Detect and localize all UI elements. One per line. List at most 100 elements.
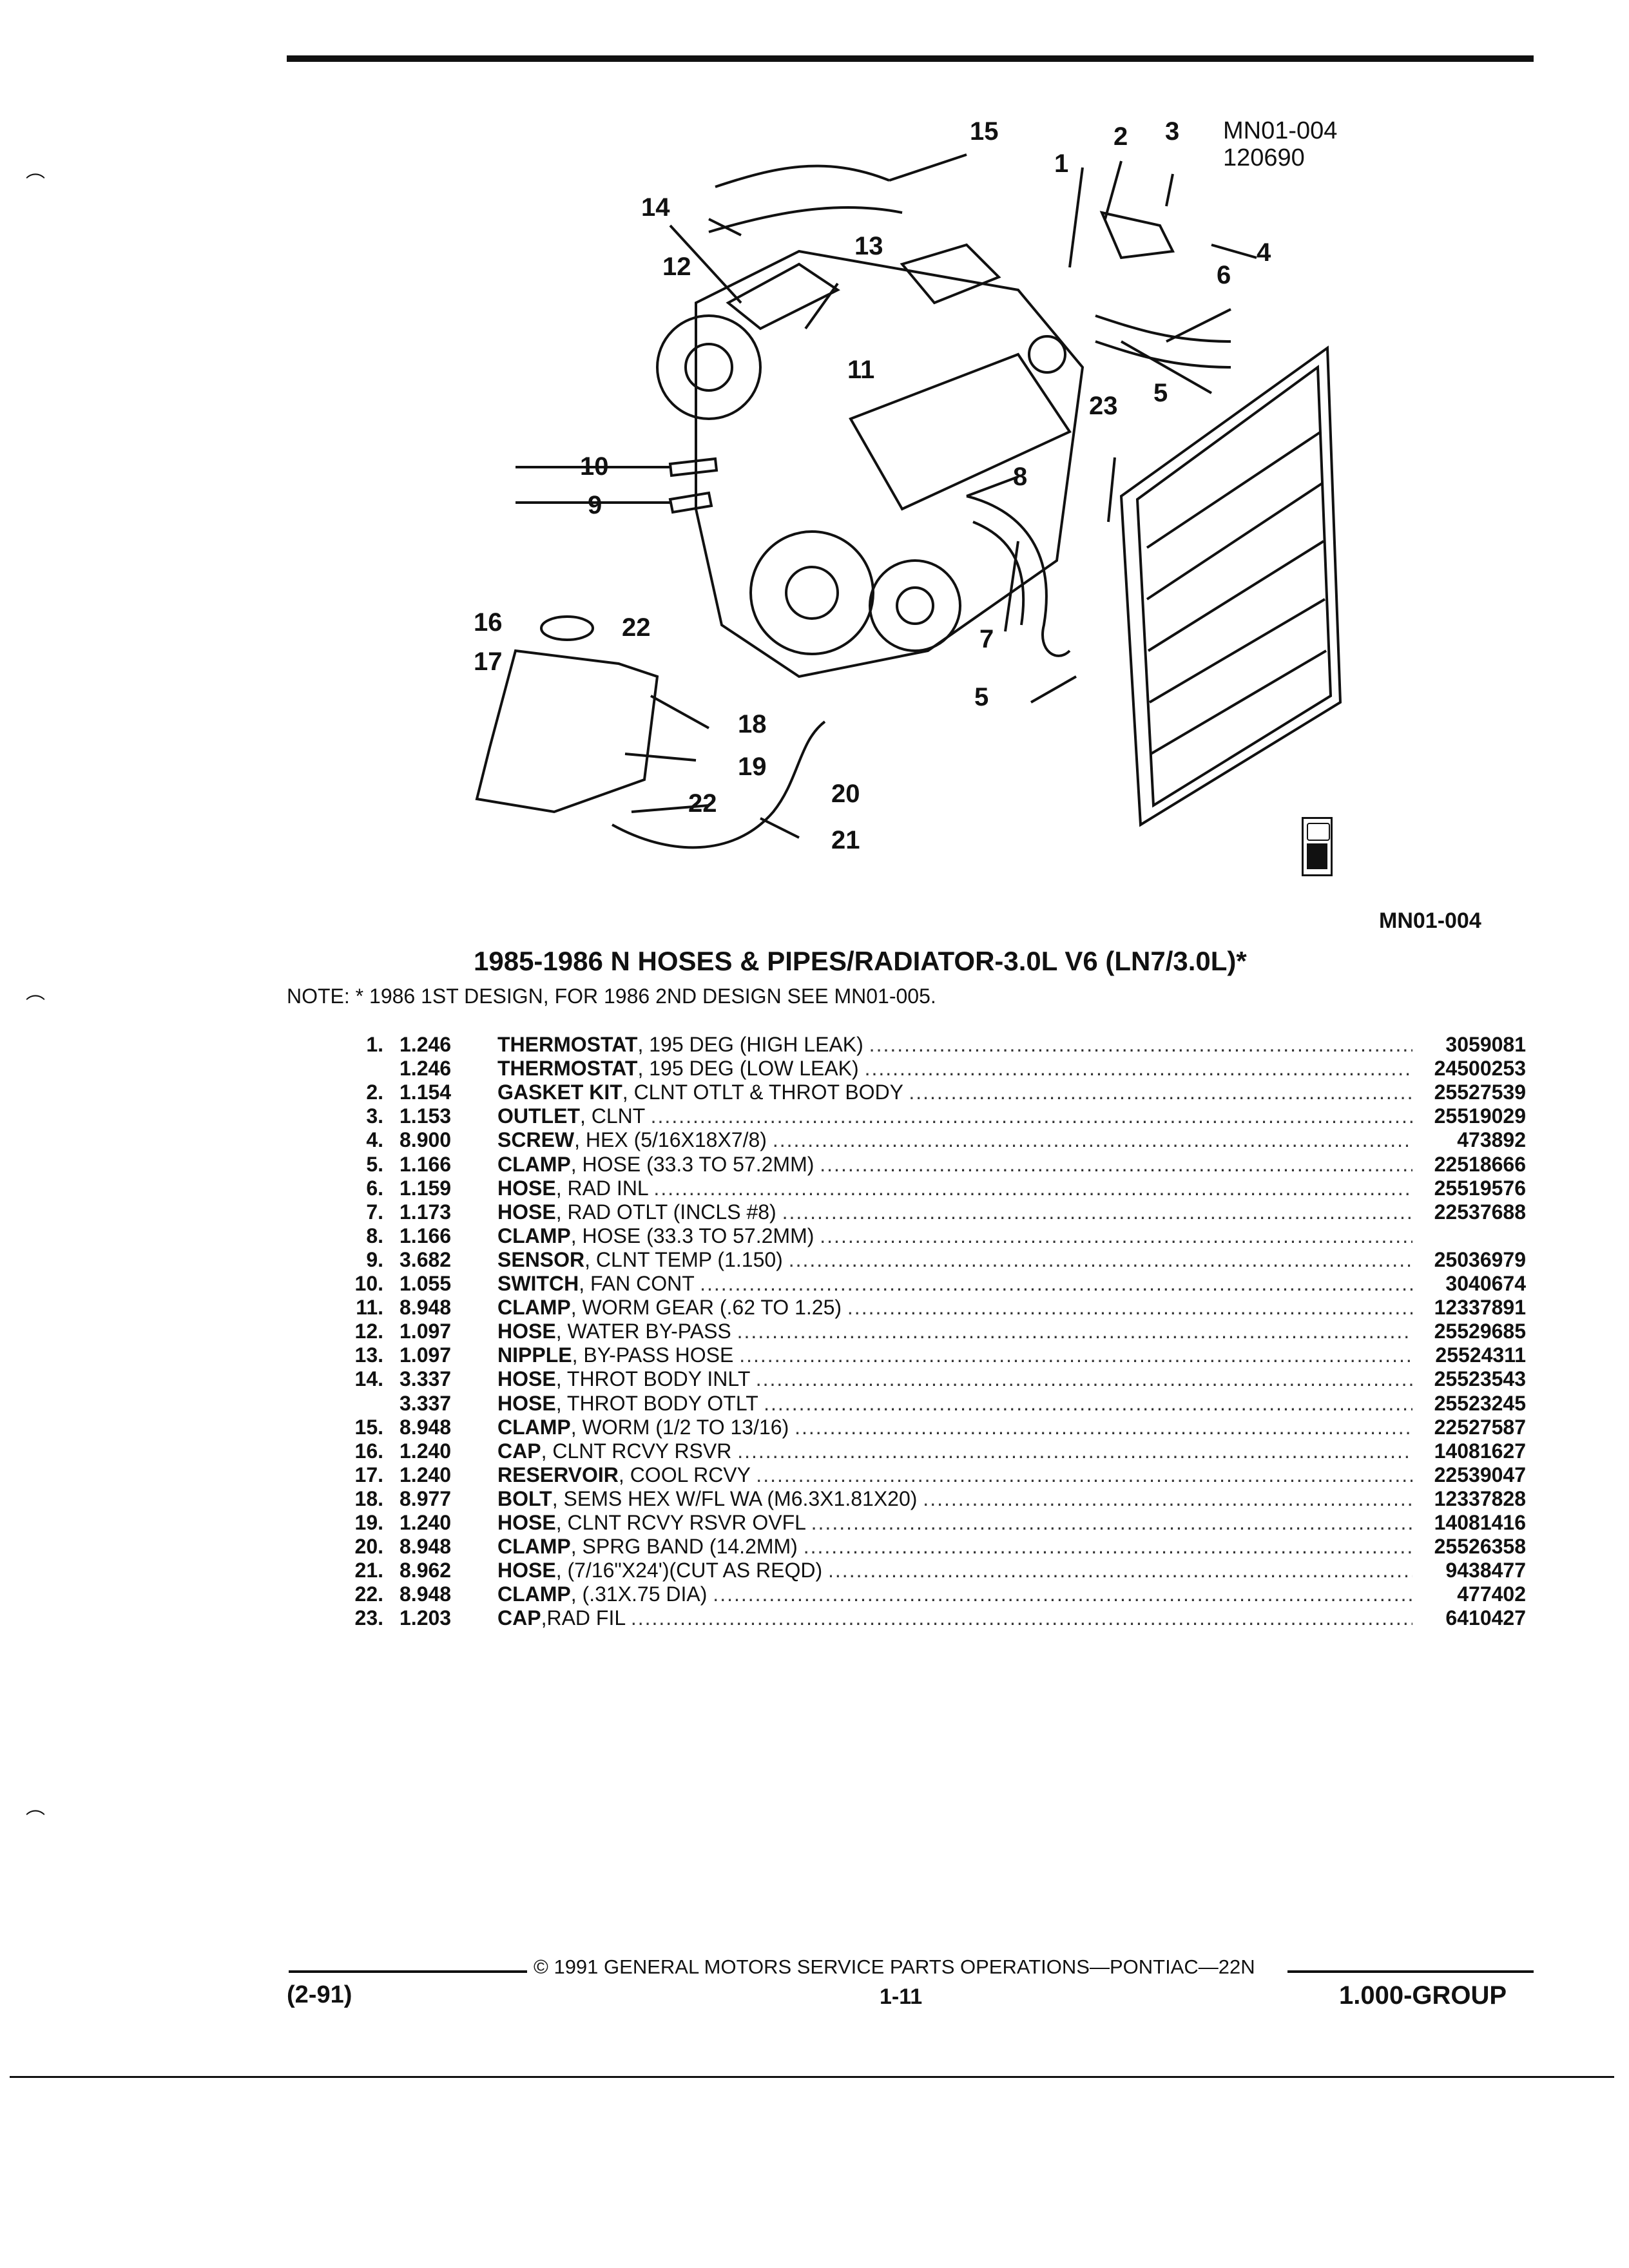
leader-dots: ........................................… <box>739 1343 1412 1367</box>
part-item-number: 5. <box>366 1152 383 1176</box>
part-group-number: 3.337 <box>400 1367 452 1391</box>
margin-mark: ⌒ <box>26 995 45 1016</box>
leader-dots: ........................................… <box>755 1367 1412 1391</box>
part-name: CLAMP <box>497 1296 571 1320</box>
part-description: HOSE, WATER BY-PASS ....................… <box>497 1320 1412 1343</box>
recovery-reservoir-drawing <box>475 649 659 814</box>
part-group-number: 8.948 <box>400 1296 452 1320</box>
part-detail: ,RAD FIL <box>541 1606 625 1630</box>
margin-mark: ⌒ <box>26 173 45 195</box>
part-item-number: 15. <box>354 1415 383 1439</box>
part-item-number: 4. <box>366 1128 383 1152</box>
part-item-number: 16. <box>354 1439 383 1463</box>
part-name: THERMOSTAT <box>497 1033 638 1056</box>
part-item-number: 13. <box>354 1343 383 1367</box>
part-number: 25526358 <box>1434 1535 1526 1559</box>
part-number: 12337891 <box>1434 1296 1526 1320</box>
page-title: 1985-1986 N HOSES & PIPES/RADIATOR-3.0L … <box>474 946 1247 976</box>
part-name: HOSE <box>497 1559 556 1582</box>
part-detail: , 195 DEG (LOW LEAK) <box>637 1057 859 1081</box>
part-description: THERMOSTAT, 195 DEG (HIGH LEAK) ........… <box>497 1033 1412 1057</box>
part-detail: , SPRG BAND (14.2MM) <box>570 1535 798 1559</box>
part-detail: , RAD OTLT (INCLS #8) <box>555 1200 776 1224</box>
margin-mark: ⌒ <box>26 1810 45 1831</box>
part-item-number: 14. <box>354 1367 383 1391</box>
part-number: 25519576 <box>1434 1176 1526 1200</box>
part-name: HOSE <box>497 1320 556 1343</box>
leader-dots: ........................................… <box>630 1606 1412 1630</box>
part-group-number: 8.948 <box>400 1415 452 1439</box>
part-name: CLAMP <box>497 1535 571 1559</box>
part-group-number: 1.240 <box>400 1463 452 1486</box>
part-detail: , CLNT OTLT & THROT BODY <box>622 1081 903 1104</box>
callout-9: 9 <box>588 491 602 519</box>
diagram-id-code: MN01-004 <box>1223 117 1338 144</box>
part-item-number: 23. <box>354 1606 383 1630</box>
part-group-number: 1.203 <box>400 1606 452 1630</box>
part-description: CLAMP, WORM GEAR (.62 TO 1.25) .........… <box>497 1296 1412 1320</box>
reservoir-cap-drawing <box>540 615 594 641</box>
part-name: SENSOR <box>497 1247 585 1271</box>
part-item-number: 21. <box>354 1559 383 1582</box>
part-detail: , 195 DEG (HIGH LEAK) <box>637 1033 863 1056</box>
callout-18: 18 <box>738 710 767 738</box>
part-description: GASKET KIT, CLNT OTLT & THROT BODY .....… <box>497 1081 1412 1104</box>
part-description: CLAMP, HOSE (33.3 TO 57.2MM) ...........… <box>497 1153 1412 1177</box>
footer-page-number: 1-11 <box>880 1984 923 2009</box>
callout-22-upper: 22 <box>622 613 651 642</box>
part-number: 14081416 <box>1434 1511 1526 1534</box>
part-name: OUTLET <box>497 1104 580 1128</box>
part-group-number: 3.682 <box>400 1247 452 1271</box>
part-number: 6410427 <box>1445 1606 1526 1630</box>
leader-dots: ........................................… <box>700 1272 1412 1295</box>
part-item-number: 3. <box>366 1104 383 1128</box>
footer-rule-right <box>1287 1970 1534 1973</box>
part-group-number: 1.159 <box>400 1176 452 1200</box>
part-name: BOLT <box>497 1486 552 1510</box>
part-number: 22527587 <box>1434 1415 1526 1439</box>
part-number: 24500253 <box>1434 1057 1526 1081</box>
part-detail: , RAD INL <box>555 1176 648 1200</box>
part-group-number: 1.097 <box>400 1320 452 1343</box>
part-detail: , CLNT TEMP (1.150) <box>584 1247 783 1271</box>
part-number: 25523245 <box>1434 1391 1526 1415</box>
part-detail: , WORM GEAR (.62 TO 1.25) <box>570 1296 842 1320</box>
leader-dots: ........................................… <box>788 1247 1412 1271</box>
part-number: 477402 <box>1457 1582 1526 1606</box>
leader-dots: ........................................… <box>820 1152 1412 1176</box>
exploded-parts-diagram <box>475 153 1342 849</box>
part-description: HOSE, RAD INL ..........................… <box>497 1177 1412 1200</box>
part-detail: , HOSE (33.3 TO 57.2MM) <box>570 1152 815 1176</box>
part-name: GASKET KIT <box>497 1081 622 1104</box>
part-item-number: 12. <box>354 1320 383 1343</box>
part-number: 3059081 <box>1445 1033 1526 1056</box>
part-item-number: 1. <box>366 1033 383 1056</box>
part-number: 25523543 <box>1434 1367 1526 1391</box>
part-name: CAP <box>497 1439 541 1463</box>
part-item-number: 22. <box>354 1582 383 1606</box>
leader-dots: ........................................… <box>820 1224 1412 1247</box>
leader-dots: ........................................… <box>795 1415 1412 1439</box>
leader-dots: ........................................… <box>737 1320 1412 1343</box>
callout-11: 11 <box>847 356 875 384</box>
part-detail: , WORM (1/2 TO 13/16) <box>570 1415 789 1439</box>
part-group-number: 8.900 <box>400 1128 452 1152</box>
part-group-number: 1.240 <box>400 1511 452 1534</box>
part-item-number: 18. <box>354 1486 383 1510</box>
leader-dots: ........................................… <box>772 1128 1412 1152</box>
gm-spo-logo-icon <box>1302 817 1333 876</box>
part-description: NIPPLE, BY-PASS HOSE ...................… <box>497 1343 1412 1367</box>
part-number: 25529685 <box>1434 1320 1526 1343</box>
part-number: 25519029 <box>1434 1104 1526 1128</box>
part-group-number: 1.240 <box>400 1439 452 1463</box>
coolant-outlet-drawing <box>1099 211 1175 260</box>
callout-3: 3 <box>1165 117 1180 146</box>
part-description: SWITCH, FAN CONT .......................… <box>497 1272 1412 1296</box>
callout-17: 17 <box>474 648 503 676</box>
sensor-drawing <box>668 457 718 514</box>
callout-12: 12 <box>662 253 691 281</box>
part-description: CLAMP, HOSE (33.3 TO 57.2MM) ...........… <box>497 1224 1412 1248</box>
top-rule <box>287 55 1534 62</box>
callout-2: 2 <box>1113 122 1128 151</box>
callout-13: 13 <box>854 232 883 260</box>
